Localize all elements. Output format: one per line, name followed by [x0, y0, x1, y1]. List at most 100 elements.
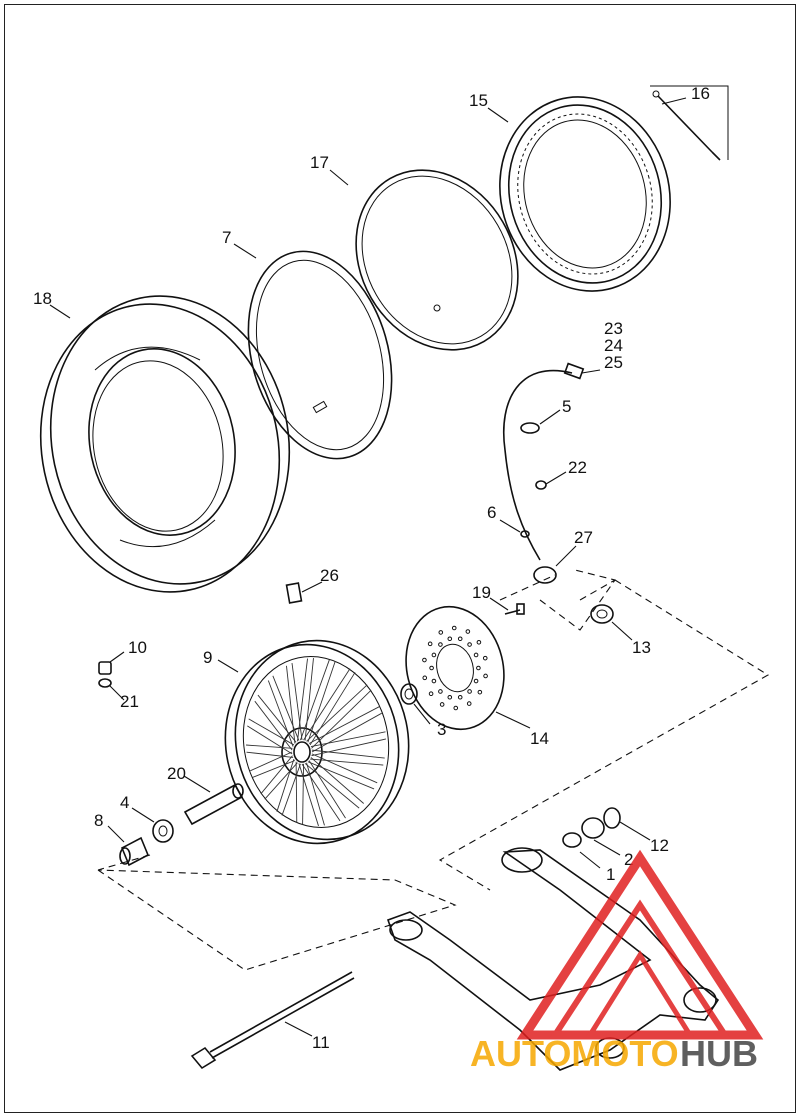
callout-25: 25 — [604, 353, 623, 372]
axle-sleeve — [183, 783, 244, 826]
disc-hole — [422, 675, 428, 681]
callout-24: 24 — [604, 336, 623, 355]
spoke-line — [309, 672, 356, 746]
spoke-line — [281, 763, 301, 816]
disc-hole — [467, 642, 472, 647]
spoke-line — [248, 718, 295, 746]
callout-7: 7 — [222, 228, 231, 247]
spoke-line — [308, 706, 380, 744]
spoke-line — [311, 712, 382, 753]
disc-hole — [482, 655, 488, 661]
disc-hole — [467, 689, 472, 694]
spoke-line — [247, 725, 293, 755]
spoke-line — [300, 659, 330, 741]
spoke-line — [298, 763, 319, 827]
leader-lines — [49, 97, 687, 1037]
disc-hole — [477, 689, 483, 695]
disc-hole — [457, 636, 463, 642]
callout-12: 12 — [650, 836, 669, 855]
spoke-line — [310, 757, 364, 804]
watermark-logo: AUTOMOTO HUB — [470, 849, 764, 1074]
spoke-line — [306, 762, 325, 826]
spoke-line — [308, 760, 346, 819]
spoke-line — [302, 763, 305, 825]
brake-disc-holes — [422, 625, 488, 711]
alignment-lines — [97, 569, 770, 971]
disc-hole — [473, 678, 479, 684]
spoke-line — [307, 661, 336, 743]
inner-tube — [247, 250, 393, 460]
adjuster-washers — [562, 807, 621, 848]
callout-3: 3 — [437, 720, 446, 739]
spoke-line — [276, 758, 295, 812]
wheel-speed-sensor — [503, 362, 585, 584]
axle-bolt — [190, 971, 355, 1070]
disc-hole — [451, 625, 457, 631]
disc-hole — [431, 678, 437, 684]
callout-27: 27 — [574, 528, 593, 547]
spoke-line — [246, 744, 293, 749]
spacer-13 — [590, 604, 614, 624]
wheel-spokes — [246, 658, 387, 827]
spoke-line — [250, 751, 293, 772]
spoke — [650, 85, 729, 161]
callout-9: 9 — [203, 648, 212, 667]
spoke-line — [264, 762, 298, 800]
spoke-line — [311, 689, 372, 749]
disc-hole — [438, 689, 443, 694]
spoke-line — [310, 731, 386, 747]
disc-hole — [447, 636, 453, 642]
disc-hole — [428, 691, 434, 696]
disc-hole — [466, 701, 472, 706]
spoke-line — [257, 694, 297, 743]
disc-hole — [438, 642, 443, 647]
spoke-line — [252, 760, 296, 778]
callout-11: 11 — [312, 1033, 330, 1052]
callout-1: 1 — [606, 865, 615, 884]
bearing-3 — [400, 683, 418, 705]
disc-hole — [438, 630, 444, 635]
disc-hole — [447, 694, 453, 700]
spoke-line — [246, 751, 294, 758]
wheel — [224, 639, 410, 845]
disc-hole — [453, 705, 459, 711]
spoke-line — [295, 761, 298, 823]
disc-hole — [476, 640, 482, 645]
callout-6: 6 — [487, 503, 496, 522]
spoke-line — [267, 680, 294, 747]
spoke-line — [304, 658, 314, 741]
disc-hole — [422, 657, 427, 663]
disc-hole — [431, 652, 437, 658]
spoke-line — [301, 763, 341, 822]
callout-labels: 15 16 17 7 18 23 24 25 5 22 6 27 26 19 1… — [33, 84, 710, 1052]
callout-17: 17 — [310, 153, 329, 172]
callout-4: 4 — [120, 793, 129, 812]
brake-disc — [405, 605, 505, 731]
callout-5: 5 — [562, 397, 571, 416]
rim — [499, 96, 671, 292]
disc-hole — [483, 673, 488, 679]
spoke-line — [307, 761, 375, 790]
callout-15: 15 — [469, 91, 488, 110]
callout-26: 26 — [320, 566, 339, 585]
spoke-line — [311, 749, 385, 759]
spoke-line — [311, 738, 387, 757]
disc-hole — [476, 665, 481, 671]
callout-13: 13 — [632, 638, 651, 657]
disc-hole — [427, 641, 433, 647]
tire — [39, 295, 291, 593]
callout-10: 10 — [128, 638, 147, 657]
disc-hole — [429, 665, 434, 671]
bearing-4 — [152, 819, 174, 843]
disc-hole — [457, 694, 463, 700]
spoke-line — [254, 700, 293, 751]
callout-19: 19 — [472, 583, 491, 602]
callout-2: 2 — [624, 850, 633, 869]
callout-8: 8 — [94, 811, 103, 830]
diagram-frame — [4, 4, 796, 1113]
callout-16: 16 — [691, 84, 710, 103]
spoke-line — [310, 758, 384, 766]
spoke-line — [304, 763, 360, 809]
spoke-line — [286, 665, 296, 744]
